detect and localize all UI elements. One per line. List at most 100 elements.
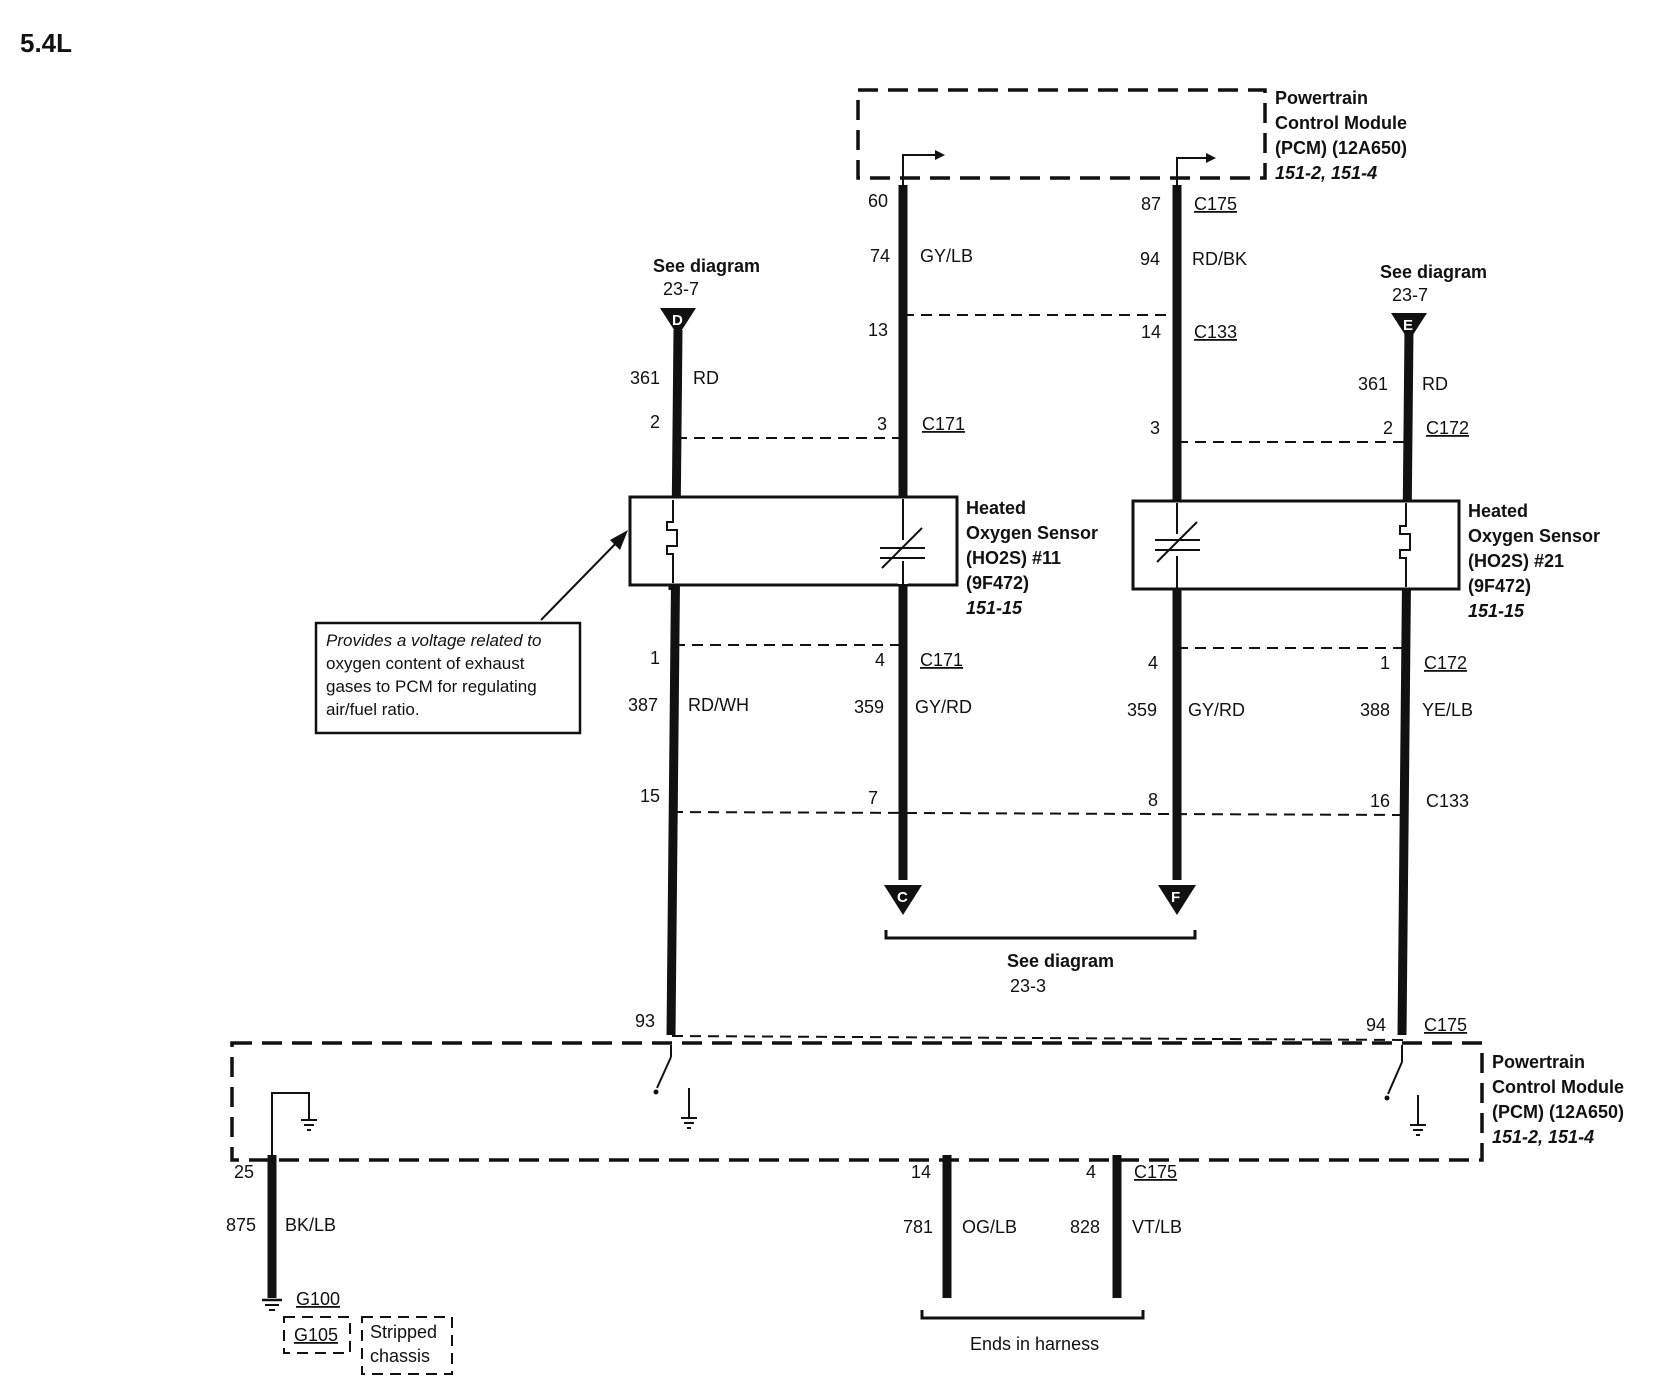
svg-text:Oxygen Sensor: Oxygen Sensor [966,523,1098,543]
circuit-361-right-color: RD [1422,374,1448,394]
circuit-387-num: 387 [628,695,658,715]
svg-text:23-3: 23-3 [1010,976,1046,996]
svg-text:151-15: 151-15 [1468,601,1525,621]
see-diagram-left: See diagram 23-7 [653,256,760,299]
ends-in-harness: Ends in harness [970,1334,1099,1354]
svg-text:Control Module: Control Module [1275,113,1407,133]
svg-text:(9F472): (9F472) [1468,576,1531,596]
svg-text:Heated: Heated [1468,501,1528,521]
pin-13: 13 [868,320,888,340]
engine-title: 5.4L [20,28,72,58]
svg-text:(HO2S) #11: (HO2S) #11 [966,548,1061,568]
pin-1-right: 1 [1380,653,1390,673]
svg-text:gases to PCM for regulating: gases to PCM for regulating [326,677,537,696]
svg-text:151-2, 151-4: 151-2, 151-4 [1275,163,1377,183]
pin-3-left: 3 [877,414,887,434]
heater-element-icon [1399,503,1411,587]
pin-2-left: 2 [650,412,660,432]
bracket-ends-in-harness [920,1310,1145,1320]
bracket-see-diagram [884,930,1197,940]
connector-c175-top: C175 [1194,194,1237,214]
pin-93: 93 [635,1011,655,1031]
svg-text:F: F [1171,889,1180,906]
circuit-359-left-color: GY/RD [915,697,972,717]
circuit-781-num: 781 [903,1217,933,1237]
ground-g105-box [283,1316,351,1354]
svg-text:(9F472): (9F472) [966,573,1029,593]
pin-7: 7 [868,788,878,808]
switch-icon [656,1056,672,1089]
svg-text:Heated: Heated [966,498,1026,518]
pcm-top-box [856,88,1267,180]
svg-text:151-2, 151-4: 151-2, 151-4 [1492,1127,1594,1147]
wire-rd-yelb-right [1397,329,1414,1036]
pin-87: 87 [1141,194,1161,214]
pin-15: 15 [640,786,660,806]
connector-c172-top: C172 [1426,418,1469,438]
pcm-internal-ground [271,1092,310,1160]
connector-c133-top: C133 [1194,322,1237,342]
svg-text:151-15: 151-15 [966,598,1023,618]
note-box [314,621,582,735]
svg-text:E: E [1403,317,1413,334]
circuit-94-num: 94 [1140,249,1160,269]
pin-94: 94 [1366,1015,1386,1035]
svg-text:(PCM) (12A650): (PCM) (12A650) [1275,138,1407,158]
svg-text:See diagram: See diagram [1007,951,1114,971]
svg-text:Powertrain: Powertrain [1275,88,1368,108]
connector-c171-top: C171 [922,414,965,434]
pin-8: 8 [1148,790,1158,810]
ground-g100: G100 [296,1289,340,1309]
pin-60: 60 [868,191,888,211]
pcm-bottom-box [230,1041,1484,1162]
wire-rd-rdwh-left [666,329,683,1036]
circuit-387-color: RD/WH [688,695,749,715]
circuit-388-num: 388 [1360,700,1390,720]
svg-text:(HO2S) #21: (HO2S) #21 [1468,551,1564,571]
circuit-74-color: GY/LB [920,246,973,266]
connector-arrow-f [1158,885,1196,915]
connector-arrow-d [660,308,696,336]
pin-14: 14 [1141,322,1161,342]
ground-g105: G105 [294,1325,338,1345]
stripped-chassis-line2: chassis [370,1346,430,1366]
circuit-359-left-num: 359 [854,697,884,717]
circuit-828-num: 828 [1070,1217,1100,1237]
pcm-top-label: Powertrain Control Module (PCM) (12A650)… [1275,88,1407,183]
switch-icon [1387,1061,1403,1095]
svg-text:Powertrain: Powertrain [1492,1052,1585,1072]
svg-text:oxygen content of exhaust: oxygen content of exhaust [326,654,525,673]
connector-c133-bot: C133 [1426,791,1469,811]
circuit-361-right-num: 361 [1358,374,1388,394]
connector-c171-bot: C171 [920,650,963,670]
svg-text:Provides a voltage related to: Provides a voltage related to [326,631,541,650]
svg-text:C: C [897,889,908,906]
sensor-11-label: Heated Oxygen Sensor (HO2S) #11 (9F472) … [966,498,1098,618]
svg-text:See diagram: See diagram [653,256,760,276]
connector-arrow-e [1391,313,1427,341]
stripped-chassis-box [361,1316,453,1375]
svg-text:Control Module: Control Module [1492,1077,1624,1097]
connector-c172-bot: C172 [1424,653,1467,673]
pin-16: 16 [1370,791,1390,811]
svg-text:See diagram: See diagram [1380,262,1487,282]
circuit-388-color: YE/LB [1422,700,1473,720]
svg-text:D: D [672,312,683,329]
stripped-chassis-line1: Stripped [370,1322,437,1342]
connector-c175-bot: C175 [1134,1162,1177,1182]
circuit-359-right-color: GY/RD [1188,700,1245,720]
pin-3-right: 3 [1150,418,1160,438]
circuit-361-left-color: RD [693,368,719,388]
see-diagram-right: See diagram 23-7 [1380,262,1487,305]
circuit-359-right-num: 359 [1127,700,1157,720]
pin-14-bottom: 14 [911,1162,931,1182]
note-arrow [540,536,623,621]
pin-1-left: 1 [650,648,660,668]
connector-arrow-c [884,885,922,915]
circuit-361-left-num: 361 [630,368,660,388]
circuit-875-color: BK/LB [285,1215,336,1235]
svg-text:air/fuel ratio.: air/fuel ratio. [326,700,420,719]
see-diagram-bottom: See diagram 23-3 [1007,951,1114,996]
connector-c175-mid: C175 [1424,1015,1467,1035]
